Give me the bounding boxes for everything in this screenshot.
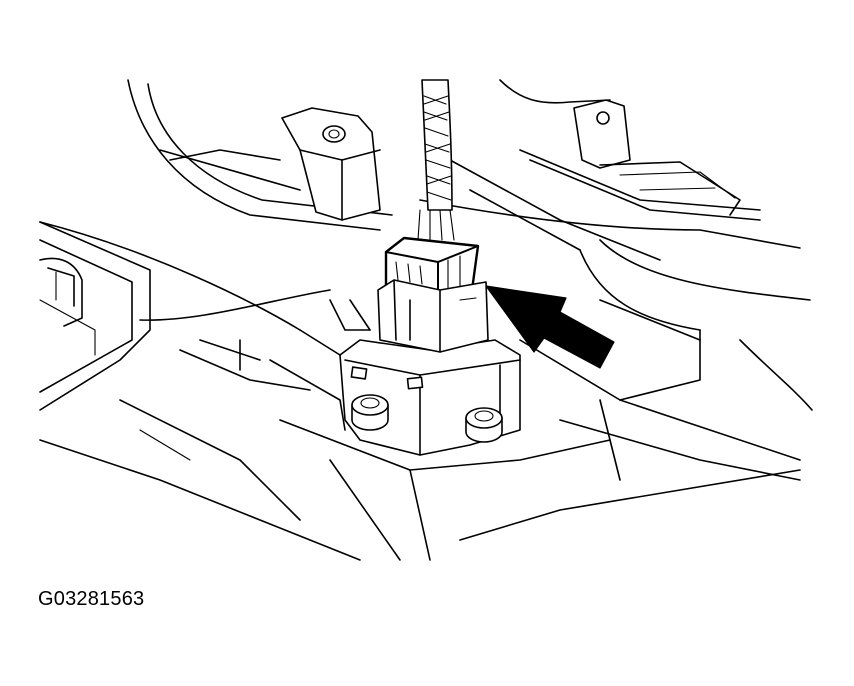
- right-bracket: [419, 79, 801, 261]
- cupholder-surface: [519, 239, 813, 481]
- callout-arrow: [485, 285, 615, 369]
- mounting-bolt-left: [351, 394, 389, 431]
- wiring-harness: [417, 79, 455, 241]
- upper-trim-panel: [39, 79, 393, 331]
- rear-bracket: [281, 107, 381, 221]
- figure-id-label: G03281563: [38, 588, 145, 610]
- console-housing-left: [39, 221, 361, 561]
- console-connector-illustration: [39, 79, 813, 561]
- floor-structure: [139, 399, 801, 561]
- shift-lever-stalk: [377, 279, 489, 353]
- mounting-bolt-right: [465, 407, 503, 443]
